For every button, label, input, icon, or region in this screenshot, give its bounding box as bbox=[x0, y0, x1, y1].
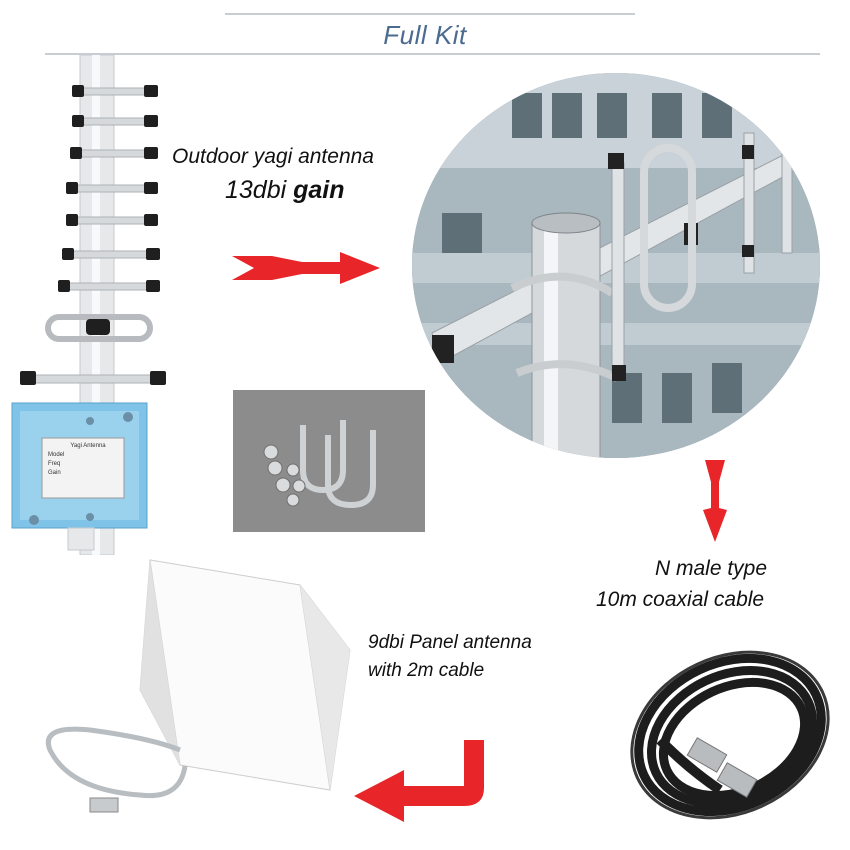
yagi-label-line: Model bbox=[48, 452, 65, 458]
arrow-down-icon bbox=[703, 460, 727, 542]
yagi-label-line: Yagi Antenna bbox=[70, 443, 106, 449]
header-rule-top bbox=[225, 13, 635, 15]
yagi-gain-value: 13dbi bbox=[225, 176, 287, 204]
arrow-curved-left-icon bbox=[354, 740, 484, 822]
page-title: Full Kit bbox=[383, 20, 467, 50]
header-bar: Full Kit bbox=[0, 0, 850, 60]
cable-length-caption: 10m coaxial cable bbox=[596, 588, 765, 611]
arrow-right-icon bbox=[232, 252, 380, 284]
panel-antenna-photo bbox=[46, 559, 351, 813]
panel-cable-caption: with 2m cable bbox=[368, 660, 485, 681]
yagi-label-line: Freq bbox=[48, 461, 61, 467]
panel-caption: 9dbi Panel antenna bbox=[368, 632, 532, 653]
yagi-caption: Outdoor yagi antenna bbox=[172, 145, 374, 168]
yagi-label-line: Gain bbox=[48, 470, 61, 476]
mounting-hardware-photo bbox=[233, 390, 425, 532]
header-rule-bottom bbox=[45, 53, 820, 55]
yagi-gain-caption: 13dbi gain bbox=[225, 176, 345, 205]
cable-caption: N male type bbox=[655, 557, 768, 580]
coaxial-cable-photo bbox=[630, 650, 830, 820]
installed-antenna-photo bbox=[412, 73, 820, 458]
yagi-antenna-photo bbox=[11, 55, 166, 555]
yagi-gain-word: gain bbox=[293, 176, 345, 204]
yagi-label-sticker: Yagi Antenna Model Freq Gain bbox=[48, 442, 128, 478]
